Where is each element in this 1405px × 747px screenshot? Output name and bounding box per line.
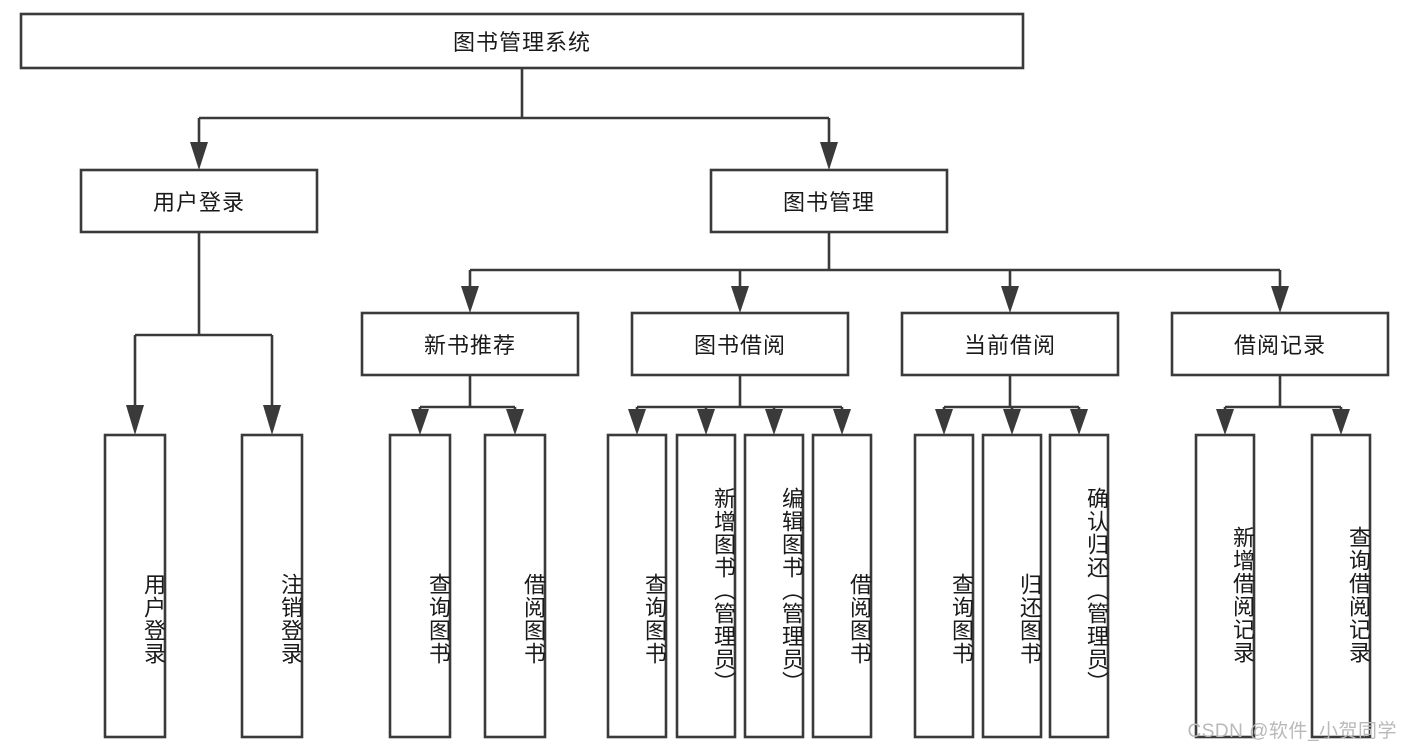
node-user-login-label: 用户登录 [152,190,245,215]
arrow-head-icon [126,405,144,435]
arrow-head-icon [263,405,281,435]
node-leaf-query-record-label: 查询借阅记录 [1346,526,1371,664]
arrow-head-icon [1332,409,1350,435]
node-new-book-recommend-box[interactable] [360,311,580,377]
arrow-head-icon [1070,409,1088,435]
node-leaf-add-book-label: 新增图书（管理员） [711,486,736,694]
arrow-head-icon [1216,409,1234,435]
node-leaf-add-record-box[interactable] [1194,433,1256,739]
node-leaf-query-book-1-box[interactable] [388,433,452,739]
node-leaf-borrow-book-1-box[interactable] [483,433,547,739]
node-leaf-user-logout-box[interactable] [240,433,304,739]
arrow-head-icon [833,409,851,435]
connector-book-manage-to-level3 [461,232,1289,313]
arrow-head-icon [1001,286,1019,313]
node-leaf-query-book-2-label: 查询图书 [642,572,667,665]
arrow-head-icon [411,409,429,435]
node-book-borrow-label: 图书借阅 [693,333,786,358]
arrow-head-icon [1271,286,1289,313]
connector-new-book-recommend-to-leaves [411,375,524,435]
node-leaf-query-book-3-label: 查询图书 [949,572,974,665]
node-root-box[interactable] [19,12,1025,70]
arrow-head-icon [461,286,479,313]
node-leaf-user-login-label: 用户登录 [141,572,166,665]
arrow-head-icon [1003,409,1021,435]
arrow-head-icon [628,409,646,435]
watermark-text: CSDN @软件_小贺同学 [1187,721,1397,742]
node-leaf-add-record-label: 新增借阅记录 [1230,526,1255,664]
node-leaf-add-book-box[interactable] [675,433,737,739]
node-current-borrow-label: 当前借阅 [963,333,1056,358]
node-leaf-user-logout-label: 注销登录 [278,572,303,665]
node-leaf-return-book-box[interactable] [981,433,1043,739]
node-new-book-recommend-label: 新书推荐 [423,333,516,358]
arrow-head-icon [820,142,838,170]
node-current-borrow-box[interactable] [900,311,1120,377]
connector-user-login-to-leaves [126,232,281,435]
node-leaf-edit-book-label: 编辑图书（管理员） [779,486,804,694]
node-leaf-user-login-box[interactable] [103,433,167,739]
node-leaf-return-book-label: 归还图书 [1017,572,1042,665]
arrow-head-icon [190,142,208,170]
arrow-head-icon [731,286,749,313]
connector-book-borrow-to-leaves [628,375,851,435]
node-book-manage-label: 图书管理 [782,190,875,215]
connector-root-to-level2 [190,68,838,170]
node-leaf-query-book-1-label: 查询图书 [426,572,451,665]
arrow-head-icon [697,409,715,435]
connector-borrow-record-to-leaves [1216,375,1350,435]
node-leaf-confirm-return-box[interactable] [1048,433,1110,739]
node-leaf-confirm-return-label: 确认归还（管理员） [1084,486,1109,694]
node-leaf-query-book-3-box[interactable] [913,433,975,739]
arrow-head-icon [765,409,783,435]
node-leaf-borrow-book-2-box[interactable] [811,433,873,739]
arrow-head-icon [506,409,524,435]
node-leaf-borrow-book-1-label: 借阅图书 [521,572,546,665]
connector-current-borrow-to-leaves [935,375,1088,435]
node-root-label: 图书管理系统 [452,30,591,55]
node-leaf-query-book-2-box[interactable] [606,433,668,739]
node-user-login-box[interactable] [79,168,319,234]
node-leaf-query-record-box[interactable] [1310,433,1372,739]
node-borrow-record-label: 借阅记录 [1233,333,1326,358]
arrow-head-icon [935,409,953,435]
node-leaf-borrow-book-2-label: 借阅图书 [847,572,872,665]
